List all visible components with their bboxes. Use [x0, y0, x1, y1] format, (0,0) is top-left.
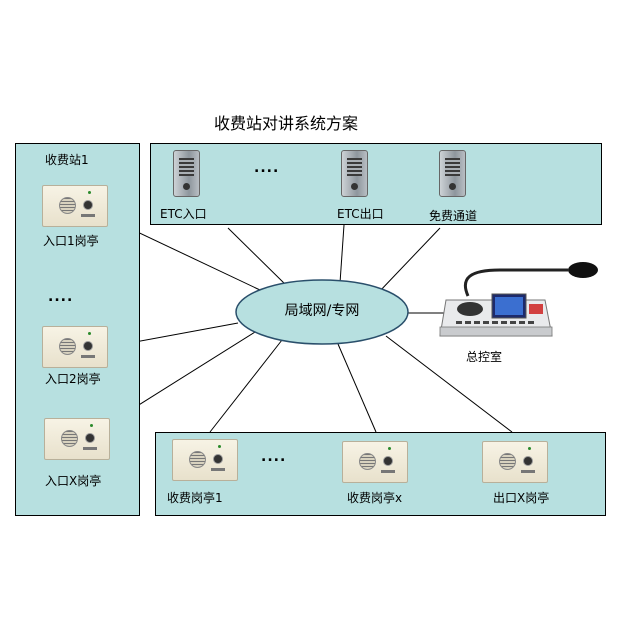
station-label: 收费站1 [45, 153, 89, 167]
link-boothx [337, 343, 377, 433]
control-room-label: 总控室 [466, 350, 503, 364]
wall-intercom-icon [42, 326, 108, 368]
wall-intercom-icon [172, 439, 238, 481]
pole-intercom-icon [439, 150, 466, 197]
diagram-title: 收费站对讲系统方案 [214, 114, 359, 133]
link-booth1 [209, 339, 283, 433]
network-label: 局域网/专网 [284, 303, 360, 319]
device-label-boothx: 收费岗亭x [347, 491, 403, 505]
device-label-etc-in: ETC入口 [160, 207, 207, 221]
wall-intercom-icon [342, 441, 408, 483]
ellipsis: .... [261, 449, 287, 465]
device-label-entry1: 入口1岗亭 [43, 234, 99, 248]
device-label-entryx: 入口X岗亭 [45, 474, 102, 488]
ellipsis: .... [254, 160, 280, 176]
wall-intercom-icon [42, 185, 108, 227]
wall-intercom-icon [482, 441, 548, 483]
pole-intercom-icon [341, 150, 368, 197]
pole-intercom-icon [173, 150, 200, 197]
link-etc-out [339, 224, 345, 284]
link-exitx [385, 335, 513, 433]
device-label-booth1: 收费岗亭1 [167, 491, 223, 505]
lane-panel-top [150, 143, 602, 225]
link-etc-in [227, 227, 289, 288]
ellipsis: .... [48, 289, 74, 305]
device-label-etc-out: ETC出口 [337, 207, 384, 221]
link-entryx [117, 331, 256, 419]
wall-intercom-icon [44, 418, 110, 460]
network-ellipse [235, 279, 409, 345]
device-label-free-lane: 免费通道 [429, 209, 478, 223]
link-free [377, 227, 441, 294]
device-label-entry2: 入口2岗亭 [45, 372, 101, 386]
device-label-exitx: 出口X岗亭 [493, 491, 550, 505]
